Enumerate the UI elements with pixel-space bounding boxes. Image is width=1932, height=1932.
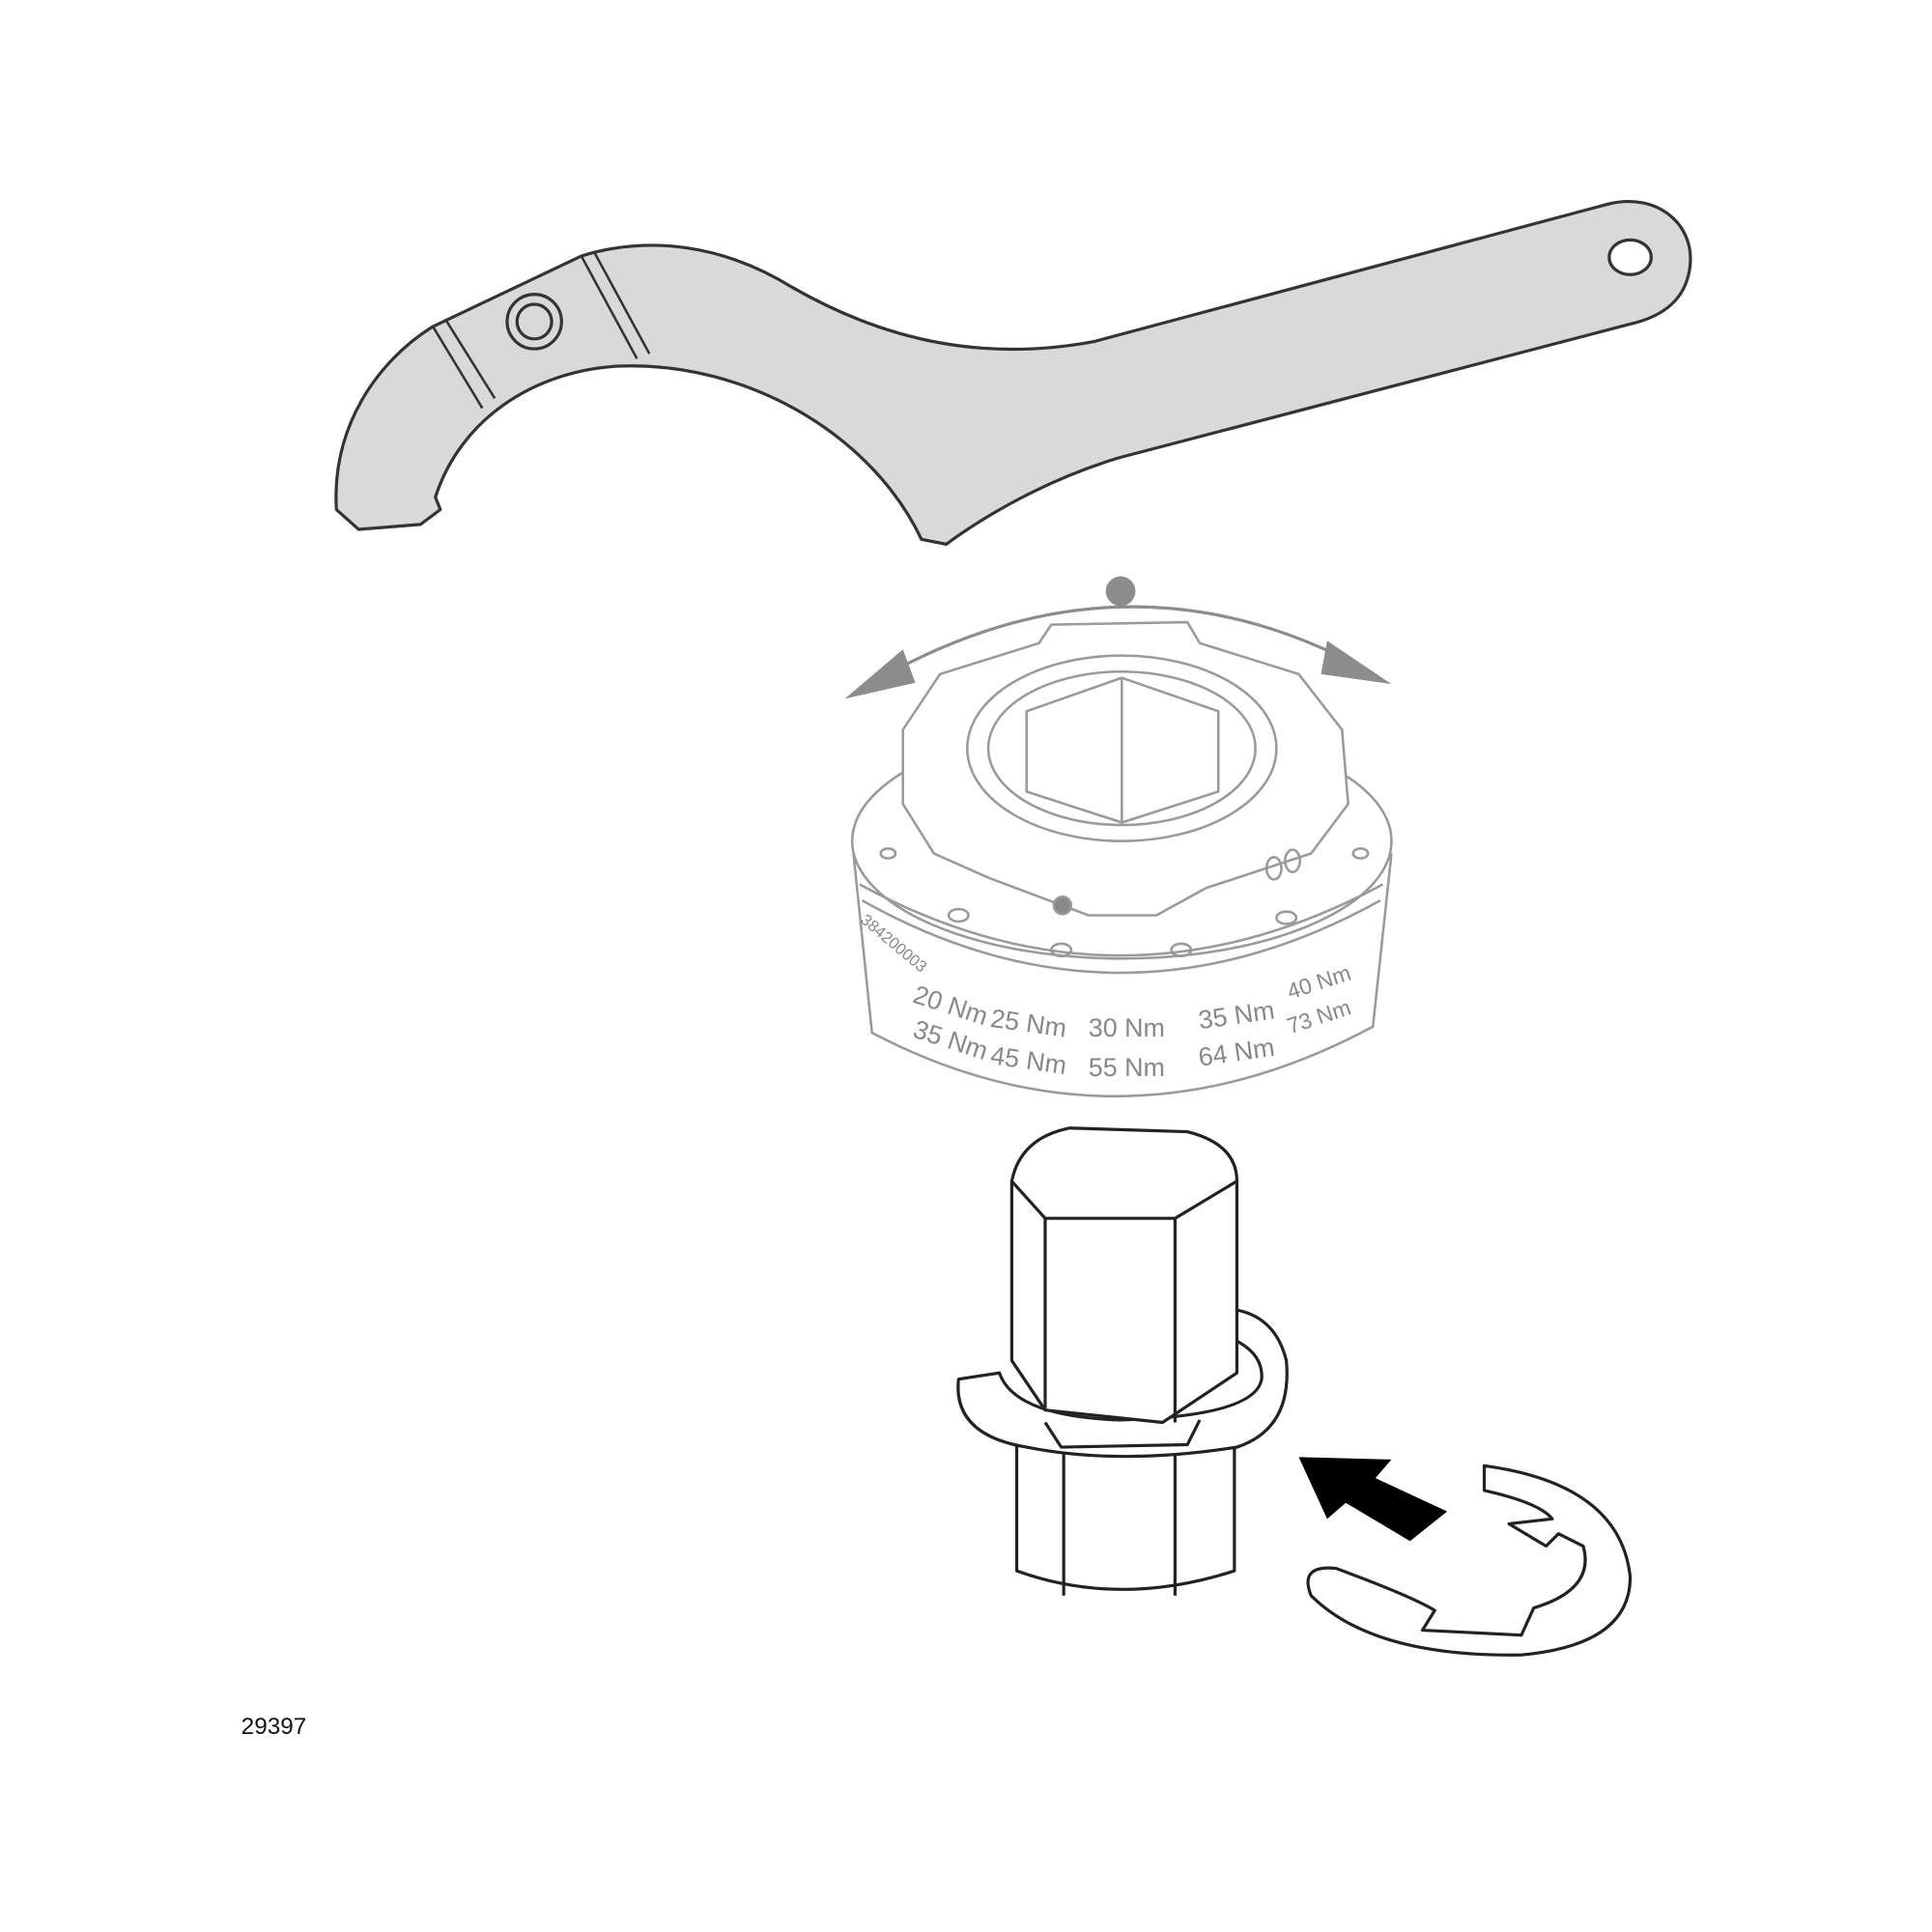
set-screw [1052,895,1073,916]
insert-arrow [1298,1457,1448,1542]
rotation-center-dot [1105,576,1136,607]
torque-ring [850,620,1393,1098]
torque-value: 30 Nm [1089,1013,1165,1042]
e-clip [1306,1463,1633,1657]
hex-shaft [956,1126,1289,1596]
hook-spanner-wrench [334,199,1692,546]
wrench-hanging-hole [1607,238,1653,276]
figure-number: 29397 [242,1714,307,1740]
rotation-arrow [844,576,1392,699]
retaining-washer [956,1307,1289,1459]
arrow-head-left [844,649,916,699]
arrow-head-right [1321,640,1392,685]
torque-value: 55 Nm [1089,1053,1165,1082]
